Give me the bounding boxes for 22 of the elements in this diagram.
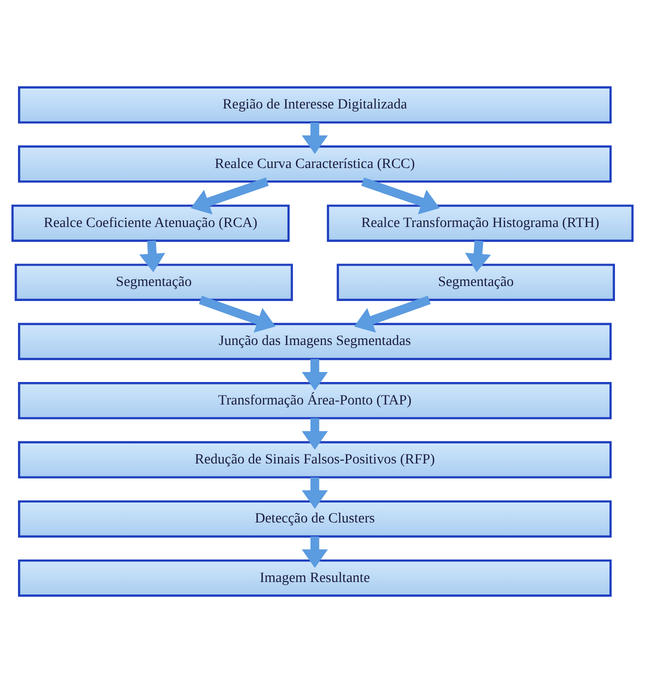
- node-box: Detecção de Clusters: [18, 500, 612, 538]
- arrow: [302, 476, 328, 508]
- node-box: Segmentação: [336, 263, 615, 300]
- arrow: [302, 418, 328, 450]
- arrow: [464, 240, 491, 272]
- node-box: Redução de Sinais Falsos-Positivos (RFP): [18, 440, 612, 478]
- arrow: [302, 536, 328, 568]
- node-box: Região de Interesse Digitalizada: [18, 86, 612, 124]
- arrow: [190, 176, 269, 214]
- arrow: [302, 122, 328, 154]
- node-box: Realce Coeficiente Atenuação (RCA): [11, 204, 290, 242]
- node-box: Segmentação: [14, 263, 293, 300]
- node-box: Junção das Imagens Segmentadas: [18, 322, 612, 360]
- arrow: [198, 295, 276, 332]
- arrow: [361, 176, 440, 214]
- node-box: Realce Transformação Histograma (RTH): [326, 204, 634, 242]
- node-box: Realce Curva Característica (RCC): [18, 144, 612, 182]
- arrow: [139, 240, 166, 272]
- arrow: [302, 358, 328, 390]
- node-box: Transformação Área-Ponto (TAP): [18, 382, 612, 419]
- node-box: Imagem Resultante: [18, 558, 612, 596]
- arrow: [354, 295, 431, 332]
